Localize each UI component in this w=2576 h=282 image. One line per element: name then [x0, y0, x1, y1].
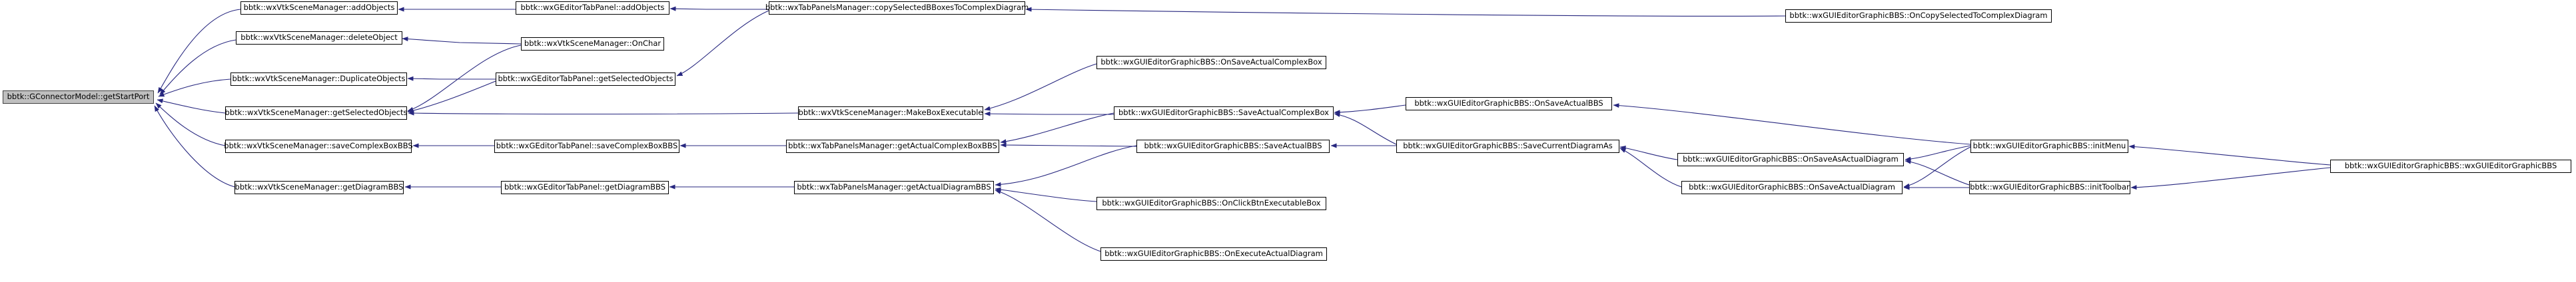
graph-edge	[995, 145, 1137, 187]
graph-node[interactable]: bbtk::wxVtkSceneManager::getSelectedObje…	[225, 106, 407, 120]
graph-node-label: bbtk::wxGUIEditorGraphicBBS::OnSaveActua…	[1100, 57, 1322, 67]
graph-node-label: bbtk::wxVtkSceneManager::addObjects	[243, 3, 395, 13]
graph-node[interactable]: bbtk::wxGUIEditorGraphicBBS::OnCopySelec…	[1785, 9, 2052, 23]
graph-node[interactable]: bbtk::wxGUIEditorGraphicBBS::OnSaveAsAct…	[1677, 153, 1904, 166]
graph-node-label: bbtk::wxGUIEditorGraphicBBS::SaveCurrent…	[1403, 141, 1613, 151]
graph-node-label: bbtk::wxGUIEditorGraphicBBS::OnClickBtnE…	[1102, 198, 1321, 208]
graph-edge	[157, 9, 241, 94]
graph-edge	[157, 98, 226, 114]
graph-node-label: bbtk::wxGUIEditorGraphicBBS::wxGUIEditor…	[2344, 161, 2557, 171]
graph-node-label: bbtk::wxGUIEditorGraphicBBS::OnSaveActua…	[1689, 182, 1895, 192]
graph-node-label: bbtk::wxGUIEditorGraphicBBS::initToolbar	[1970, 182, 2130, 192]
graph-edge	[1903, 146, 1971, 188]
graph-edge	[1905, 159, 1970, 186]
graph-edge	[1334, 104, 1406, 115]
graph-node-label: bbtk::wxVtkSceneManager::OnChar	[524, 39, 661, 49]
graph-node[interactable]: bbtk::wxGEditorTabPanel::getDiagramBBS	[501, 181, 669, 194]
graph-node[interactable]: bbtk::wxGUIEditorGraphicBBS::SaveActualB…	[1136, 140, 1330, 153]
graph-node[interactable]: bbtk::wxGEditorTabPanel::addObjects	[516, 1, 669, 15]
graph-node-label: bbtk::wxGUIEditorGraphicBBS::OnExecuteAc…	[1104, 249, 1323, 259]
graph-edge	[995, 190, 1101, 252]
graph-edge	[1619, 146, 1678, 160]
graph-node-label: bbtk::wxGUIEditorGraphicBBS::initMenu	[1972, 141, 2126, 151]
graph-edge	[1000, 142, 1137, 148]
graph-node[interactable]: bbtk::wxVtkSceneManager::getDiagramBBS	[234, 181, 404, 194]
graph-node-label: bbtk::wxVtkSceneManager::getSelectedObje…	[224, 108, 408, 118]
graph-node[interactable]: bbtk::wxVtkSceneManager::saveComplexBoxB…	[224, 140, 413, 153]
graph-edge	[159, 39, 236, 95]
graph-edge	[676, 10, 769, 76]
graph-node-label: bbtk::wxGEditorTabPanel::getSelectedObje…	[498, 74, 673, 84]
graph-node[interactable]: bbtk::wxVtkSceneManager::deleteObject	[236, 31, 402, 45]
graph-node-label: bbtk::wxGEditorTabPanel::saveComplexBoxB…	[496, 141, 678, 151]
graph-edge	[402, 37, 522, 45]
graph-node-label: bbtk::wxGEditorTabPanel::addObjects	[520, 3, 665, 13]
graph-edge	[2128, 144, 2331, 166]
graph-node-label: bbtk::wxGUIEditorGraphicBBS::OnCopySelec…	[1789, 11, 2048, 21]
graph-node[interactable]: bbtk::wxTabPanelsManager::getActualDiagr…	[794, 181, 994, 194]
graph-node-label: bbtk::wxTabPanelsManager::getActualDiagr…	[797, 182, 991, 192]
graph-edge	[1334, 112, 1397, 145]
graph-edge	[407, 45, 522, 112]
graph-node-label: bbtk::wxGUIEditorGraphicBBS::SaveActualB…	[1144, 141, 1322, 151]
graph-node-label: bbtk::wxGEditorTabPanel::getDiagramBBS	[504, 182, 666, 192]
graph-node[interactable]: bbtk::wxTabPanelsManager::getActualCompl…	[786, 140, 999, 153]
graph-node-label: bbtk::wxVtkSceneManager::MakeBoxExecutab…	[798, 108, 983, 118]
graph-edge	[158, 78, 231, 97]
graph-edge	[1619, 148, 1682, 188]
graph-node[interactable]: bbtk::wxVtkSceneManager::addObjects	[240, 1, 398, 15]
graph-node-label: bbtk::wxTabPanelsManager::copySelectedBB…	[765, 3, 1029, 13]
graph-edge	[1000, 112, 1114, 144]
graph-node[interactable]: bbtk::wxGUIEditorGraphicBBS::OnClickBtnE…	[1096, 197, 1326, 210]
graph-node[interactable]: bbtk::wxGUIEditorGraphicBBS::OnExecuteAc…	[1100, 247, 1327, 261]
graph-node[interactable]: bbtk::wxGUIEditorGraphicBBS::initToolbar	[1969, 181, 2130, 194]
graph-node-root[interactable]: bbtk::GConnectorModel::getStartPort	[3, 90, 154, 104]
graph-node-label: bbtk::wxTabPanelsManager::getActualCompl…	[788, 141, 997, 151]
graph-node-label: bbtk::wxVtkSceneManager::deleteObject	[240, 33, 398, 43]
graph-node[interactable]: bbtk::wxGUIEditorGraphicBBS::wxGUIEditor…	[2330, 160, 2571, 173]
graph-node[interactable]: bbtk::wxGUIEditorGraphicBBS::OnSaveActua…	[1681, 181, 1903, 194]
graph-node[interactable]: bbtk::wxTabPanelsManager::copySelectedBB…	[765, 1, 1029, 15]
graph-edge	[1613, 103, 1971, 145]
graph-node[interactable]: bbtk::wxGEditorTabPanel::saveComplexBoxB…	[494, 140, 679, 153]
graph-node[interactable]: bbtk::wxGUIEditorGraphicBBS::SaveActualC…	[1114, 106, 1334, 120]
graph-node-label: bbtk::GConnectorModel::getStartPort	[7, 92, 150, 102]
graph-edge	[155, 102, 226, 146]
graph-edge	[154, 105, 235, 188]
graph-node[interactable]: bbtk::wxGUIEditorGraphicBBS::initMenu	[1970, 140, 2128, 153]
graph-edge	[2130, 167, 2331, 190]
graph-edge	[407, 76, 496, 81]
graph-node-label: bbtk::wxGUIEditorGraphicBBS::OnSaveActua…	[1414, 98, 1603, 108]
graph-edge	[407, 80, 496, 113]
graph-node-label: bbtk::wxGUIEditorGraphicBBS::OnSaveAsAct…	[1683, 154, 1899, 164]
graph-node[interactable]: bbtk::wxGUIEditorGraphicBBS::OnSaveActua…	[1096, 56, 1326, 69]
graph-node[interactable]: bbtk::wxVtkSceneManager::MakeBoxExecutab…	[798, 106, 983, 120]
graph-node-label: bbtk::wxVtkSceneManager::getDiagramBBS	[234, 182, 404, 192]
graph-edge	[1905, 145, 1971, 162]
graph-node-label: bbtk::wxVtkSceneManager::saveComplexBoxB…	[224, 141, 413, 151]
graph-edge	[984, 63, 1097, 111]
graph-node[interactable]: bbtk::wxGEditorTabPanel::getSelectedObje…	[496, 72, 675, 86]
graph-node[interactable]: bbtk::wxVtkSceneManager::OnChar	[521, 37, 664, 51]
graph-node[interactable]: bbtk::wxVtkSceneManager::DuplicateObject…	[230, 72, 407, 86]
graph-node-label: bbtk::wxVtkSceneManager::DuplicateObject…	[232, 74, 406, 84]
graph-node[interactable]: bbtk::wxGUIEditorGraphicBBS::SaveCurrent…	[1396, 140, 1619, 153]
graph-node-label: bbtk::wxGUIEditorGraphicBBS::SaveActualC…	[1118, 108, 1329, 118]
graph-node[interactable]: bbtk::wxGUIEditorGraphicBBS::OnSaveActua…	[1406, 97, 1612, 110]
graph-edge	[1025, 7, 1786, 17]
graph-edge	[995, 187, 1097, 202]
graph-edge	[408, 110, 799, 116]
